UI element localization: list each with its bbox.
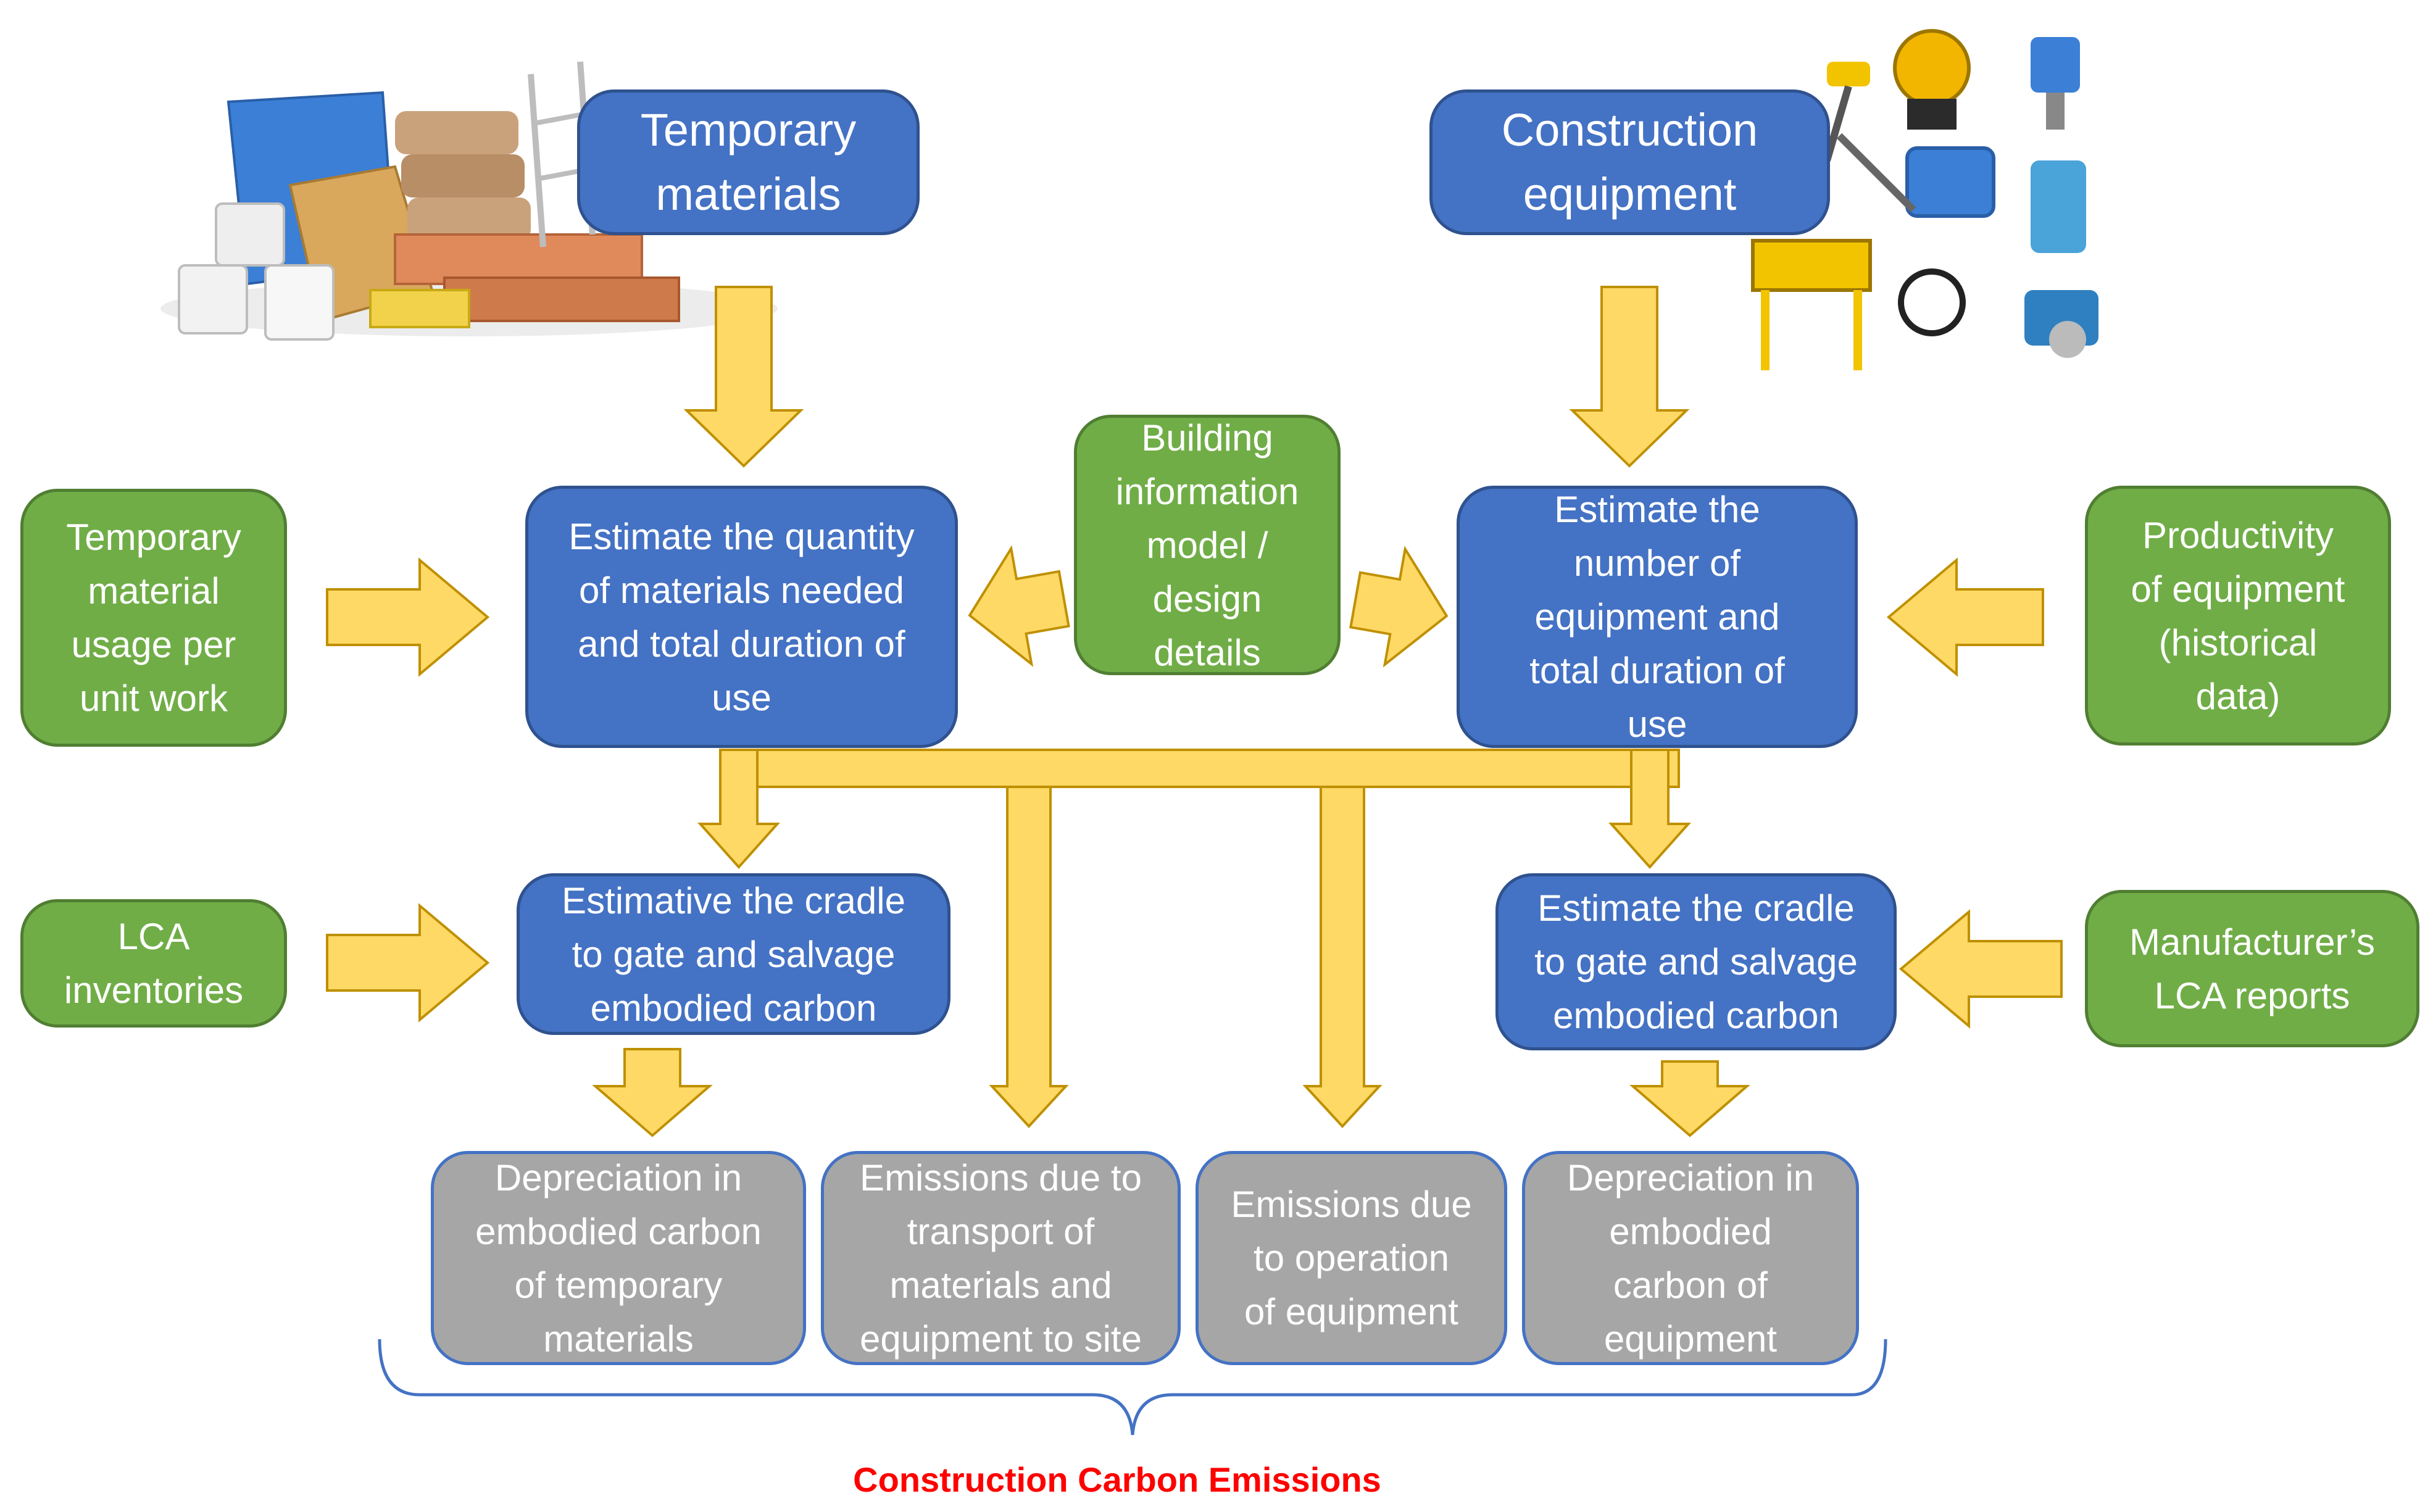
lca-to-embodied-arrow bbox=[326, 903, 490, 1023]
bim-to-equipment-arrow bbox=[1349, 546, 1449, 668]
bar-to-transport-arrow bbox=[989, 786, 1069, 1128]
equipment-productivity-input: Productivity of equipment (historical da… bbox=[2085, 486, 2391, 746]
equipment-depreciation-output: Depreciation in embodied carbon of equip… bbox=[1522, 1151, 1859, 1365]
distribution-bar bbox=[739, 749, 1680, 788]
manufacturer-lca-reports-input: Manufacturer’s LCA reports bbox=[2085, 890, 2419, 1047]
bar-to-operation-arrow bbox=[1302, 786, 1383, 1128]
construction-equipment-source: Construction equipment bbox=[1429, 89, 1830, 235]
lca-inventories-input: LCA inventories bbox=[20, 899, 287, 1028]
emissions-brace bbox=[378, 1339, 1887, 1435]
construction-equipment-illustration bbox=[1751, 29, 2098, 370]
bim-to-materials-arrow bbox=[968, 545, 1070, 667]
temp-material-usage-input: Temporary material usage per unit work bbox=[20, 489, 287, 747]
estimate-to-materials-embodied-arrow bbox=[697, 749, 780, 870]
estimate-equipment-number-step: Estimate the number of equipment and tot… bbox=[1457, 486, 1858, 748]
materials-embodied-carbon-step: Estimative the cradle to gate and salvag… bbox=[517, 873, 950, 1035]
estimate-materials-quantity-step: Estimate the quantity of materials neede… bbox=[525, 486, 958, 748]
bim-design-details-input: Building information model / design deta… bbox=[1074, 415, 1341, 675]
usage-to-estimate-arrow bbox=[326, 557, 490, 677]
productivity-to-estimate-arrow bbox=[1886, 557, 2044, 677]
operation-emissions-output: Emissions due to operation of equipment bbox=[1196, 1151, 1507, 1365]
equipment-to-estimate-arrow bbox=[1569, 286, 1690, 468]
equipment-embodied-to-depreciation-arrow bbox=[1629, 1060, 1750, 1137]
transport-emissions-output: Emissions due to transport of materials … bbox=[821, 1151, 1181, 1365]
estimate-to-equipment-embodied-arrow bbox=[1608, 749, 1691, 870]
materials-embodied-to-depreciation-arrow bbox=[592, 1048, 713, 1137]
materials-depreciation-output: Depreciation in embodied carbon of tempo… bbox=[431, 1151, 806, 1365]
manufacturer-to-embodied-arrow bbox=[1899, 909, 2063, 1029]
equipment-embodied-carbon-step: Estimate the cradle to gate and salvage … bbox=[1495, 873, 1897, 1050]
temporary-materials-source: Temporary materials bbox=[577, 89, 920, 235]
construction-carbon-emissions-label: Construction Carbon Emissions bbox=[853, 1460, 1381, 1499]
materials-to-estimate-arrow bbox=[683, 286, 804, 468]
construction-materials-illustration bbox=[160, 61, 778, 341]
